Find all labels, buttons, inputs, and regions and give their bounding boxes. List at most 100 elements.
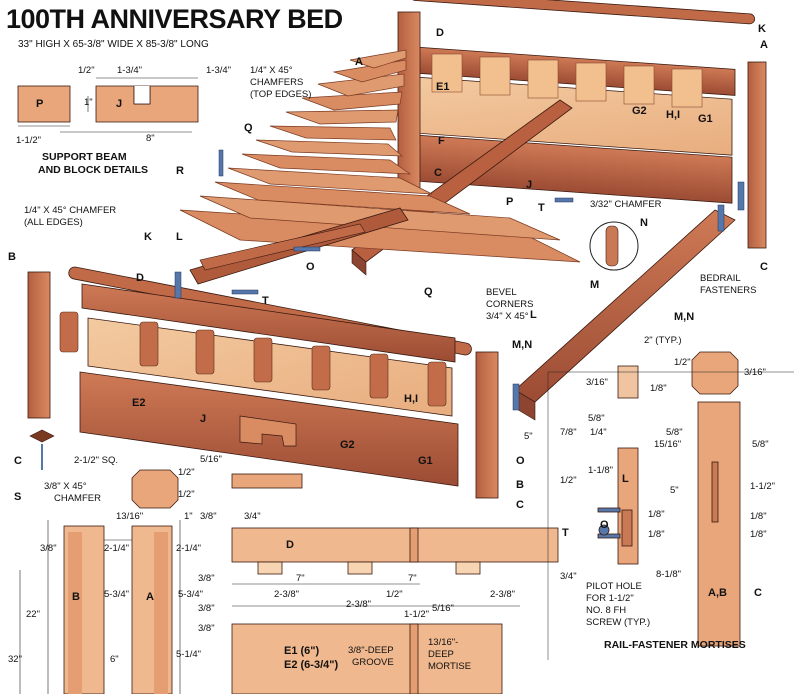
- elev-mid-dim: 3/8": [198, 573, 215, 584]
- foot-S: [29, 429, 55, 443]
- post-A-back: [397, 11, 421, 191]
- rail-D-front: [81, 283, 456, 363]
- chamfer-top-2: CHAMFERS: [250, 77, 304, 88]
- support-dim: 1/2": [78, 65, 95, 76]
- rf-dim: 5": [670, 485, 679, 496]
- elev-mid-dim: 7": [296, 573, 305, 584]
- rf-dim: 1-1/8": [588, 465, 614, 476]
- part-label: T: [562, 527, 569, 539]
- elev-dim: 5-3/4": [104, 589, 130, 600]
- part-label: A: [355, 56, 363, 68]
- part-label: S: [14, 491, 22, 503]
- post-dim: 13/16": [116, 511, 144, 522]
- part-label: O: [306, 261, 315, 273]
- post-B-left: [27, 271, 51, 419]
- elev-mid-dim: 1/2": [386, 589, 403, 600]
- elevation-dim-lines: [19, 520, 520, 694]
- rf-dim: 1/8": [750, 511, 767, 522]
- rail-fastener-detail: [597, 351, 741, 647]
- rf-dim: 1/8": [648, 529, 665, 540]
- support-caption-1: SUPPORT BEAM: [42, 151, 127, 163]
- pilot-3: NO. 8 FH: [586, 605, 627, 616]
- support-dim: 1-1/2": [16, 135, 42, 146]
- chamfer-all-1: 1/4" X 45° CHAMFER: [24, 205, 117, 216]
- part-label: G2: [632, 105, 647, 117]
- mortise-3: MORTISE: [428, 661, 472, 672]
- part-label: K: [144, 231, 152, 243]
- support-dim: 8": [146, 133, 155, 144]
- part-label: L: [176, 231, 183, 243]
- part-label: H,I: [666, 109, 681, 121]
- elev-mid-dim: 1-1/2": [404, 609, 430, 620]
- part-label: G1: [418, 455, 433, 467]
- rf-dim: 3/4": [560, 571, 577, 582]
- headboard-slats: [431, 53, 703, 108]
- post-top-detail: [131, 469, 303, 509]
- part-label: G1: [698, 113, 713, 125]
- elev-dim: 5-3/4": [178, 589, 204, 600]
- bevel-2: CORNERS: [486, 299, 534, 310]
- rf-dim: 3/16": [744, 367, 766, 378]
- part-label: C: [754, 587, 762, 599]
- five-dim: 5": [524, 431, 533, 442]
- part-label: R: [176, 165, 184, 177]
- part-label: C: [760, 261, 768, 273]
- part-label: B: [72, 591, 80, 603]
- part-label: N: [640, 217, 648, 229]
- rf-dim: 5/8": [588, 413, 605, 424]
- part-label: B: [516, 479, 524, 491]
- bed-dimensions: 33" HIGH X 65-3/8" WIDE X 85-3/8" LONG: [18, 39, 209, 50]
- block-J-front: [239, 415, 297, 447]
- part-label: T: [538, 202, 545, 214]
- elev-mid-dim: 2-3/8": [274, 589, 300, 600]
- part-label: P: [36, 98, 44, 110]
- part-label: J: [526, 179, 533, 191]
- rf-dim: 3/16": [586, 377, 608, 388]
- pilot-2: FOR 1-1/2": [586, 593, 634, 604]
- post-dim: 1/2": [178, 467, 195, 478]
- support-dim: 1-3/4": [117, 65, 143, 76]
- part-label: L: [530, 309, 537, 321]
- bevel-3: 3/4" X 45°: [486, 311, 529, 322]
- hardware-fasteners: [174, 149, 745, 411]
- part-label: M: [590, 279, 600, 291]
- groove-2: GROOVE: [352, 657, 394, 668]
- elev-mid-dim: 3/8": [198, 603, 215, 614]
- part-label: O: [600, 519, 609, 531]
- post-dim: 3/4": [244, 511, 261, 522]
- elev-e1: E1 (6"): [284, 645, 320, 657]
- rf-dim: 15/16": [654, 439, 682, 450]
- part-label: E1: [436, 81, 450, 93]
- part-label: E2: [132, 397, 146, 409]
- rf-dim: 5/8": [666, 427, 683, 438]
- rf-dim: 1-1/2": [750, 481, 776, 492]
- bedrail-1: BEDRAIL: [700, 273, 741, 284]
- rf-dim: 1/4": [590, 427, 607, 438]
- elev-mid-dim: 2-3/8": [490, 589, 516, 600]
- post-A-right: [747, 61, 767, 249]
- rf-ab: A,B: [708, 587, 727, 599]
- support-dim: 1": [84, 97, 93, 108]
- chamfer-332: 3/32" CHAMFER: [590, 199, 662, 210]
- part-label: P: [506, 196, 514, 208]
- elev-mid-dim: 7": [408, 573, 417, 584]
- elevation-rails: [231, 527, 559, 695]
- part-label: H,I: [404, 393, 419, 405]
- groove-1: 3/8"-DEEP: [348, 645, 394, 656]
- chamfer-top-1: 1/4" X 45°: [250, 65, 293, 76]
- part-label: J: [200, 413, 207, 425]
- support-beam-detail: [17, 85, 199, 123]
- elev-mid-dim: 5/16": [432, 603, 454, 614]
- part-label: G2: [340, 439, 355, 451]
- post-B-right: [475, 351, 499, 499]
- post-dim: 5/16": [200, 454, 222, 465]
- part-label: D: [436, 27, 444, 39]
- rf-dim: 5/8": [752, 439, 769, 450]
- part-label: C: [434, 167, 442, 179]
- post-dim: 3/8": [200, 511, 217, 522]
- elev-mid-dim: 3/8": [198, 623, 215, 634]
- chamfer-top-3: (TOP EDGES): [250, 89, 312, 100]
- page-title: 100TH ANNIVERSARY BED: [6, 4, 343, 34]
- post-dim: 1/2": [178, 489, 195, 500]
